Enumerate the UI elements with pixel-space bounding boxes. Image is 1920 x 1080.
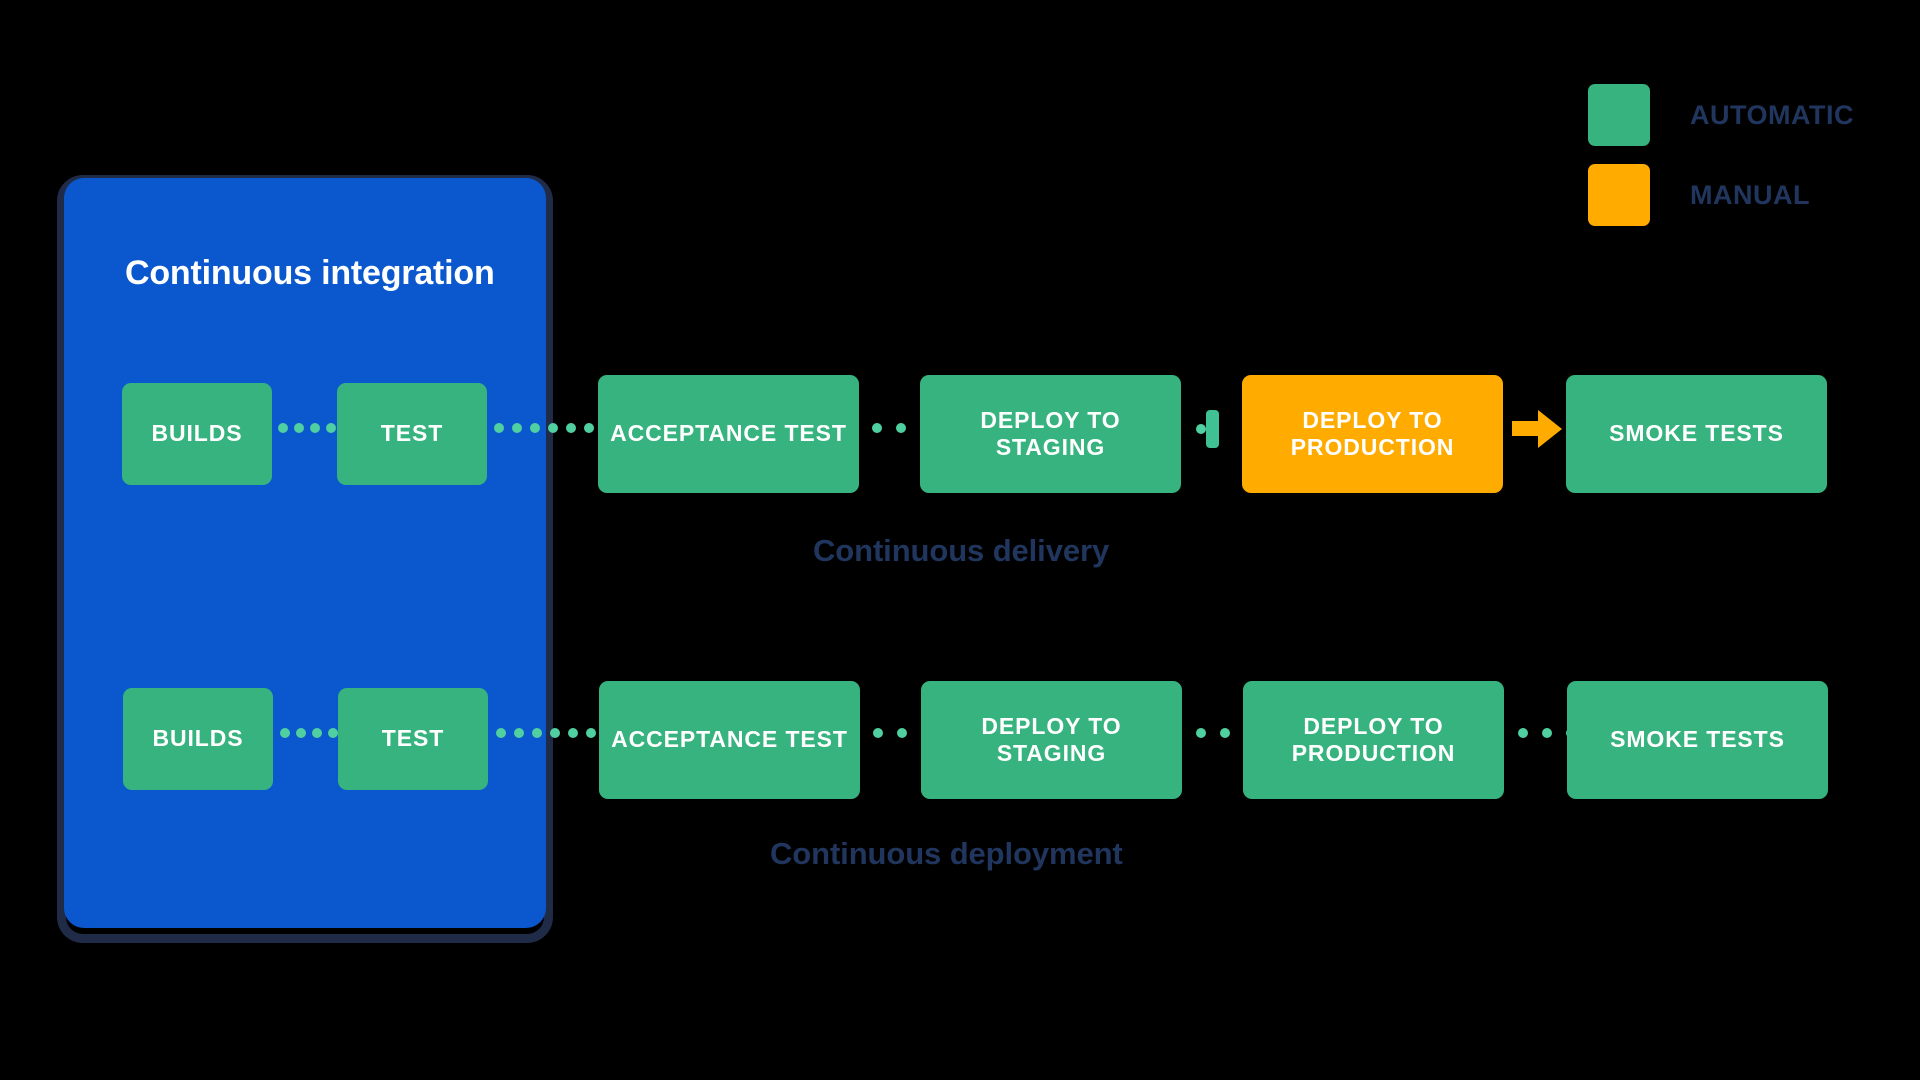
stage-smoke-tests-deployment[interactable]: SMOKE TESTS bbox=[1567, 681, 1828, 799]
legend-item-automatic: AUTOMATIC bbox=[1588, 84, 1908, 146]
stage-label: DEPLOY TO STAGING bbox=[980, 406, 1121, 460]
connector-dots-builds-test-delivery bbox=[278, 422, 336, 434]
connector-arrow-production-smoke-delivery bbox=[1512, 410, 1564, 448]
legend-label-manual: MANUAL bbox=[1690, 179, 1810, 210]
arrow-head-icon bbox=[1538, 410, 1562, 448]
stage-label: ACCEPTANCE TEST bbox=[611, 726, 848, 753]
connector-dots-test-acceptance-deployment bbox=[496, 727, 596, 739]
connector-gate-dot-delivery bbox=[1196, 424, 1206, 434]
stage-acceptance-test-deployment[interactable]: ACCEPTANCE TEST bbox=[599, 681, 860, 799]
stage-label: DEPLOY TO PRODUCTION bbox=[1290, 406, 1455, 460]
stage-label: DEPLOY TO PRODUCTION bbox=[1291, 712, 1456, 766]
manual-swatch-icon bbox=[1588, 164, 1650, 226]
stage-deploy-staging-delivery[interactable]: DEPLOY TO STAGING bbox=[920, 375, 1181, 493]
legend-item-manual: MANUAL bbox=[1588, 164, 1908, 226]
stage-label: BUILDS bbox=[151, 420, 243, 447]
stage-label: ACCEPTANCE TEST bbox=[610, 420, 847, 447]
ci-panel bbox=[64, 178, 546, 928]
stage-deploy-production-delivery[interactable]: DEPLOY TO PRODUCTION bbox=[1242, 375, 1503, 493]
stage-deploy-staging-deployment[interactable]: DEPLOY TO STAGING bbox=[921, 681, 1182, 799]
flow-caption-continuous-deployment: Continuous deployment bbox=[770, 836, 1123, 871]
stage-label: SMOKE TESTS bbox=[1610, 726, 1785, 753]
connector-dots-test-acceptance-delivery bbox=[494, 422, 594, 434]
stage-deploy-production-deployment[interactable]: DEPLOY TO PRODUCTION bbox=[1243, 681, 1504, 799]
stage-acceptance-test-delivery[interactable]: ACCEPTANCE TEST bbox=[598, 375, 859, 493]
connector-manual-gate-bar-delivery bbox=[1206, 410, 1219, 448]
stage-label: BUILDS bbox=[152, 725, 244, 752]
stage-label: SMOKE TESTS bbox=[1609, 420, 1784, 447]
stage-test-delivery[interactable]: TEST bbox=[337, 383, 487, 485]
flow-caption-continuous-delivery: Continuous delivery bbox=[813, 533, 1110, 568]
automatic-swatch-icon bbox=[1588, 84, 1650, 146]
stage-label: TEST bbox=[381, 725, 445, 752]
stage-builds-delivery[interactable]: BUILDS bbox=[122, 383, 272, 485]
connector-dots-builds-test-deployment bbox=[280, 727, 338, 739]
arrow-shaft-icon bbox=[1512, 421, 1540, 436]
stage-label: TEST bbox=[380, 420, 444, 447]
stage-test-deployment[interactable]: TEST bbox=[338, 688, 488, 790]
legend: AUTOMATIC MANUAL bbox=[1588, 84, 1908, 244]
stage-label: DEPLOY TO STAGING bbox=[981, 712, 1122, 766]
ci-panel-title: Continuous integration bbox=[125, 254, 495, 292]
stage-smoke-tests-delivery[interactable]: SMOKE TESTS bbox=[1566, 375, 1827, 493]
legend-label-automatic: AUTOMATIC bbox=[1690, 99, 1854, 130]
stage-builds-deployment[interactable]: BUILDS bbox=[123, 688, 273, 790]
